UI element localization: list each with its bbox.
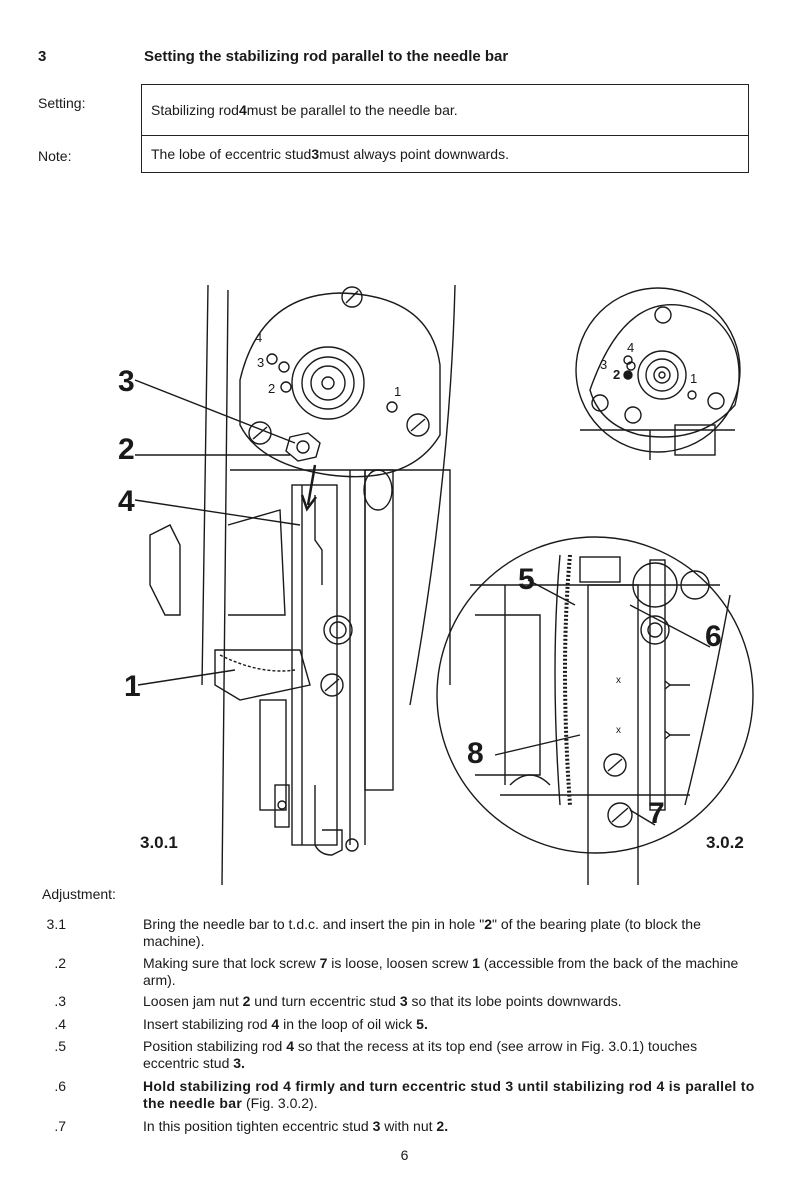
section-number: 3	[38, 48, 47, 65]
plate-mark-4: 4	[255, 330, 263, 345]
step-6: .6 Hold stabilizing rod 4 firmly and tur…	[54, 1078, 755, 1111]
callout-3: 3	[118, 365, 135, 398]
detail-circle-drawing	[436, 536, 754, 885]
adjustment-label: Adjustment:	[42, 886, 116, 902]
callout-8: 8	[467, 737, 484, 770]
callout-5: 5	[518, 563, 535, 596]
plate-mark-3: 3	[257, 355, 265, 370]
callout-1: 1	[124, 670, 141, 703]
step-3: .3 Loosen jam nut 2 und turn eccentric s…	[54, 993, 622, 1009]
step-3-1: 3.1 Bring the needle bar to t.d.c. and i…	[46, 916, 701, 949]
callout-2: 2	[118, 433, 135, 466]
inset-mark-1: 1	[690, 371, 698, 386]
inset-mark-4: 4	[627, 340, 635, 355]
plate-mark-2: 2	[268, 381, 276, 396]
inset-mark-2: 2	[613, 367, 621, 382]
step-4: .4 Insert stabilizing rod 4 in the loop …	[54, 1016, 428, 1032]
callout-4: 4	[118, 485, 135, 518]
plate-mark-1: 1	[394, 384, 402, 399]
callout-7: 7	[648, 797, 665, 830]
figure-caption-3-0-2: 3.0.2	[706, 833, 744, 852]
page-number: 6	[400, 1147, 409, 1163]
setting-text: Stabilizing rod 4 must be parallel to th…	[151, 102, 458, 118]
figure-caption-3-0-1: 3.0.1	[140, 833, 178, 852]
setting-label: Setting:	[38, 95, 86, 111]
figure-3-0-1-drawing	[134, 285, 456, 885]
section-title: Setting the stabilizing rod parallel to …	[144, 48, 509, 65]
callout-6: 6	[705, 620, 722, 653]
inset-mark-3: 3	[600, 357, 608, 372]
inset-circle-drawing	[575, 287, 741, 460]
setting-note-box: Stabilizing rod 4 must be parallel to th…	[141, 84, 749, 173]
step-7: .7 In this position tighten eccentric st…	[54, 1118, 449, 1134]
detail-mark-x-upper: x	[616, 675, 621, 686]
step-5: .5 Position stabilizing rod 4 so that th…	[54, 1038, 698, 1071]
step-2: .2 Making sure that lock screw 7 is loos…	[54, 955, 739, 988]
machine-illustration	[134, 285, 754, 885]
detail-mark-x-lower: x	[616, 725, 621, 736]
note-text: The lobe of eccentric stud 3 must always…	[142, 135, 748, 172]
note-label: Note:	[38, 148, 72, 164]
figure-area: 3 2 4 1 4 3 2 1 4 3 2 1 5 6 8 7 x x 3.0.…	[110, 285, 760, 885]
